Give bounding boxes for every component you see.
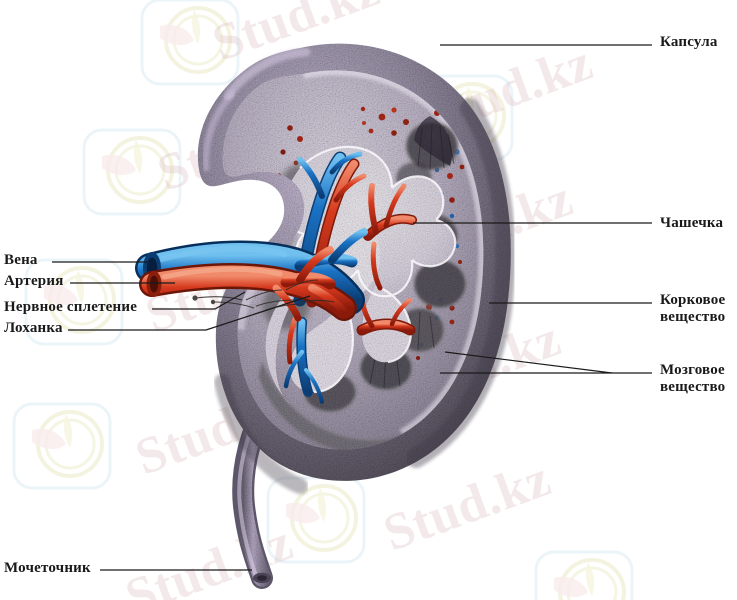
label-pelvis: Лоханка bbox=[4, 320, 63, 336]
label-vein: Вена bbox=[4, 252, 38, 268]
label-cortex: Корковое вещество bbox=[660, 292, 726, 325]
label-calyx: Чашечка bbox=[660, 215, 724, 231]
label-capsule: Капсула bbox=[660, 34, 718, 50]
hilar-vessels bbox=[135, 228, 368, 322]
label-nerve-plexus: Нервное сплетение bbox=[4, 299, 138, 315]
label-artery: Артерия bbox=[4, 273, 64, 289]
label-ureter: Мочеточник bbox=[4, 560, 91, 576]
label-medulla: Мозговое вещество bbox=[660, 362, 726, 395]
